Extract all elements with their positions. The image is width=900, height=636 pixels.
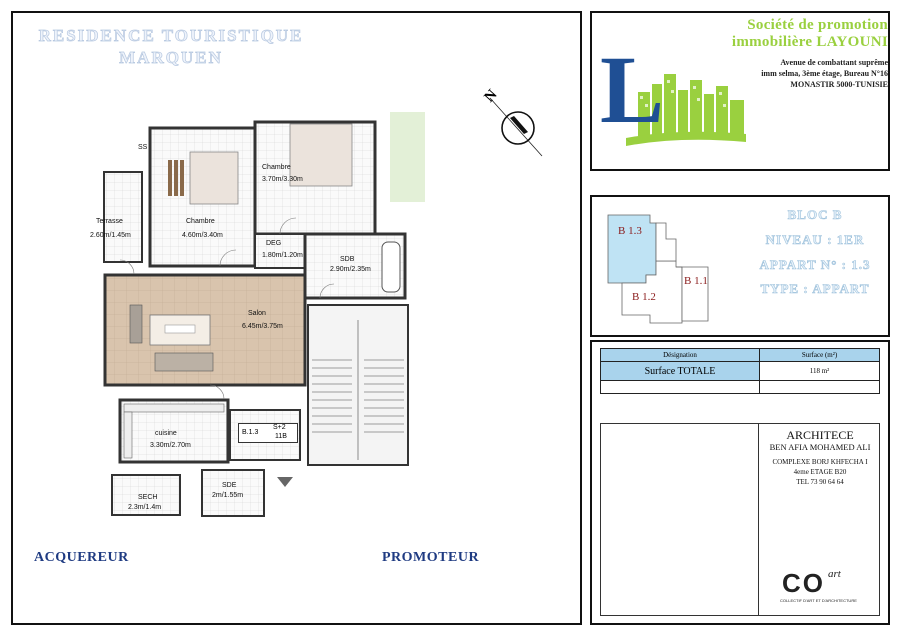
surface-row-empty-1 xyxy=(600,380,760,394)
room-dims-sdb: 2.90m/2.35m xyxy=(330,266,371,273)
room-dims-deg: 1.80m/1.20m xyxy=(262,252,303,259)
surface-row-label: Surface TOTALE xyxy=(600,361,760,381)
architect-name: BEN AFIA MOHAMED ALI xyxy=(769,442,871,452)
room-label-chambre-2: Chambre xyxy=(262,164,291,171)
unit-tag-type: S+2 xyxy=(273,424,286,431)
architect-logo-caption: COLLECTIF D'ART ET D'ARCHITECTURE xyxy=(780,598,857,603)
bloc-niveau: NIVEAU : 1ER xyxy=(765,232,865,248)
company-logo-graphic xyxy=(626,74,746,146)
room-sde xyxy=(201,469,265,517)
company-logo: L xyxy=(600,38,750,148)
surface-row-empty-2 xyxy=(759,380,880,394)
unit-tag: B.1.3 S+2 11B xyxy=(238,423,298,443)
architect-tel: TEL 73 90 64 64 xyxy=(796,478,844,486)
bed-chambre-2 xyxy=(289,123,353,187)
company-title-line2: immobilière LAYOUNI xyxy=(731,34,888,50)
room-label-sdb: SDB xyxy=(340,256,355,263)
room-label-deg: DEG xyxy=(266,240,282,247)
keyplan-b11: B 1.1 xyxy=(684,275,708,287)
architect-line1: COMPLEXE BORJ KHFECHA I xyxy=(772,458,868,466)
unit-tag-ref: B.1.3 xyxy=(242,429,259,436)
keyplan: B 1.3 B 1.2 B 1.1 xyxy=(600,205,720,327)
room-label-chambre-1: Chambre xyxy=(186,218,215,225)
surface-header-surface: Surface (m²) xyxy=(759,348,880,362)
company-address-line1: Avenue de combattant suprême xyxy=(780,58,888,67)
keyplan-b13: B 1.3 xyxy=(618,225,642,237)
company-logo-letter: L xyxy=(600,36,665,143)
room-dims-chambre-2: 3.70m/3.30m xyxy=(262,176,303,183)
room-dims-salon: 6.45m/3.75m xyxy=(242,323,283,330)
room-dims-cuisine: 3.30m/2.70m xyxy=(150,442,191,449)
ss-tag: SS xyxy=(138,144,148,151)
unit-tag-code: 11B xyxy=(275,433,287,440)
room-label-sech: SECH xyxy=(138,494,158,501)
company-address-line2: imm selma, 3ème étage, Bureau N°16 xyxy=(761,69,888,78)
room-label-salon: Salon xyxy=(248,310,266,317)
residence-title-line2: MARQUEN xyxy=(119,48,223,68)
architect-title: ARCHITECE xyxy=(786,428,854,442)
promoteur-label: PROMOTEUR xyxy=(382,550,480,565)
architect-box xyxy=(600,423,880,616)
surface-row-value: 118 m² xyxy=(759,361,880,381)
room-terrasse xyxy=(103,171,143,263)
compass-rose-icon xyxy=(489,97,543,157)
keyplan-graphic xyxy=(607,214,709,324)
balcony-green-area xyxy=(390,112,425,202)
architect-box-divider xyxy=(758,423,759,616)
room-deg xyxy=(254,233,306,269)
surface-table: Désignation Surface (m²) Surface TOTALE … xyxy=(600,348,880,394)
sofa xyxy=(129,304,143,344)
room-dims-chambre-1: 4.60m/3.40m xyxy=(182,232,223,239)
bloc-type: TYPE : APPART xyxy=(760,281,870,297)
compass xyxy=(482,88,552,168)
surface-header-designation: Désignation xyxy=(600,348,760,362)
room-sech xyxy=(111,474,181,516)
architect-logo: CO art COLLECTIF D'ART ET D'ARCHITECTURE xyxy=(780,568,880,608)
company-address-line3: MONASTIR 5000-TUNISIE xyxy=(790,80,888,89)
residence-title-line1: RESIDENCE TOURISTIQUE xyxy=(38,26,304,46)
bed-chambre-1 xyxy=(189,151,239,205)
room-dims-sde: 2m/1.55m xyxy=(212,492,244,499)
bloc-name: BLOC B xyxy=(787,207,843,223)
room-label-sde: SDE xyxy=(222,482,237,489)
architect-logo-suffix: art xyxy=(828,568,841,580)
company-title-line1: Société de promotion xyxy=(747,17,888,33)
bathtub xyxy=(381,241,401,293)
architect-logo-text: CO xyxy=(782,568,825,598)
bloc-appart: APPART N° : 1.3 xyxy=(759,257,871,273)
floor-plan xyxy=(103,112,425,517)
room-label-terrasse: Terrasse xyxy=(96,218,123,225)
company-frame xyxy=(590,11,890,171)
room-dims-terrasse: 2.60m/1.45m xyxy=(90,232,131,239)
room-label-cuisine: cuisine xyxy=(155,430,177,437)
acquereur-label: ACQUEREUR xyxy=(34,550,129,565)
keyplan-b12: B 1.2 xyxy=(632,291,656,303)
room-dims-sech: 2.3m/1.4m xyxy=(128,504,162,511)
architect-line2: 4eme ETAGE B20 xyxy=(793,468,847,476)
